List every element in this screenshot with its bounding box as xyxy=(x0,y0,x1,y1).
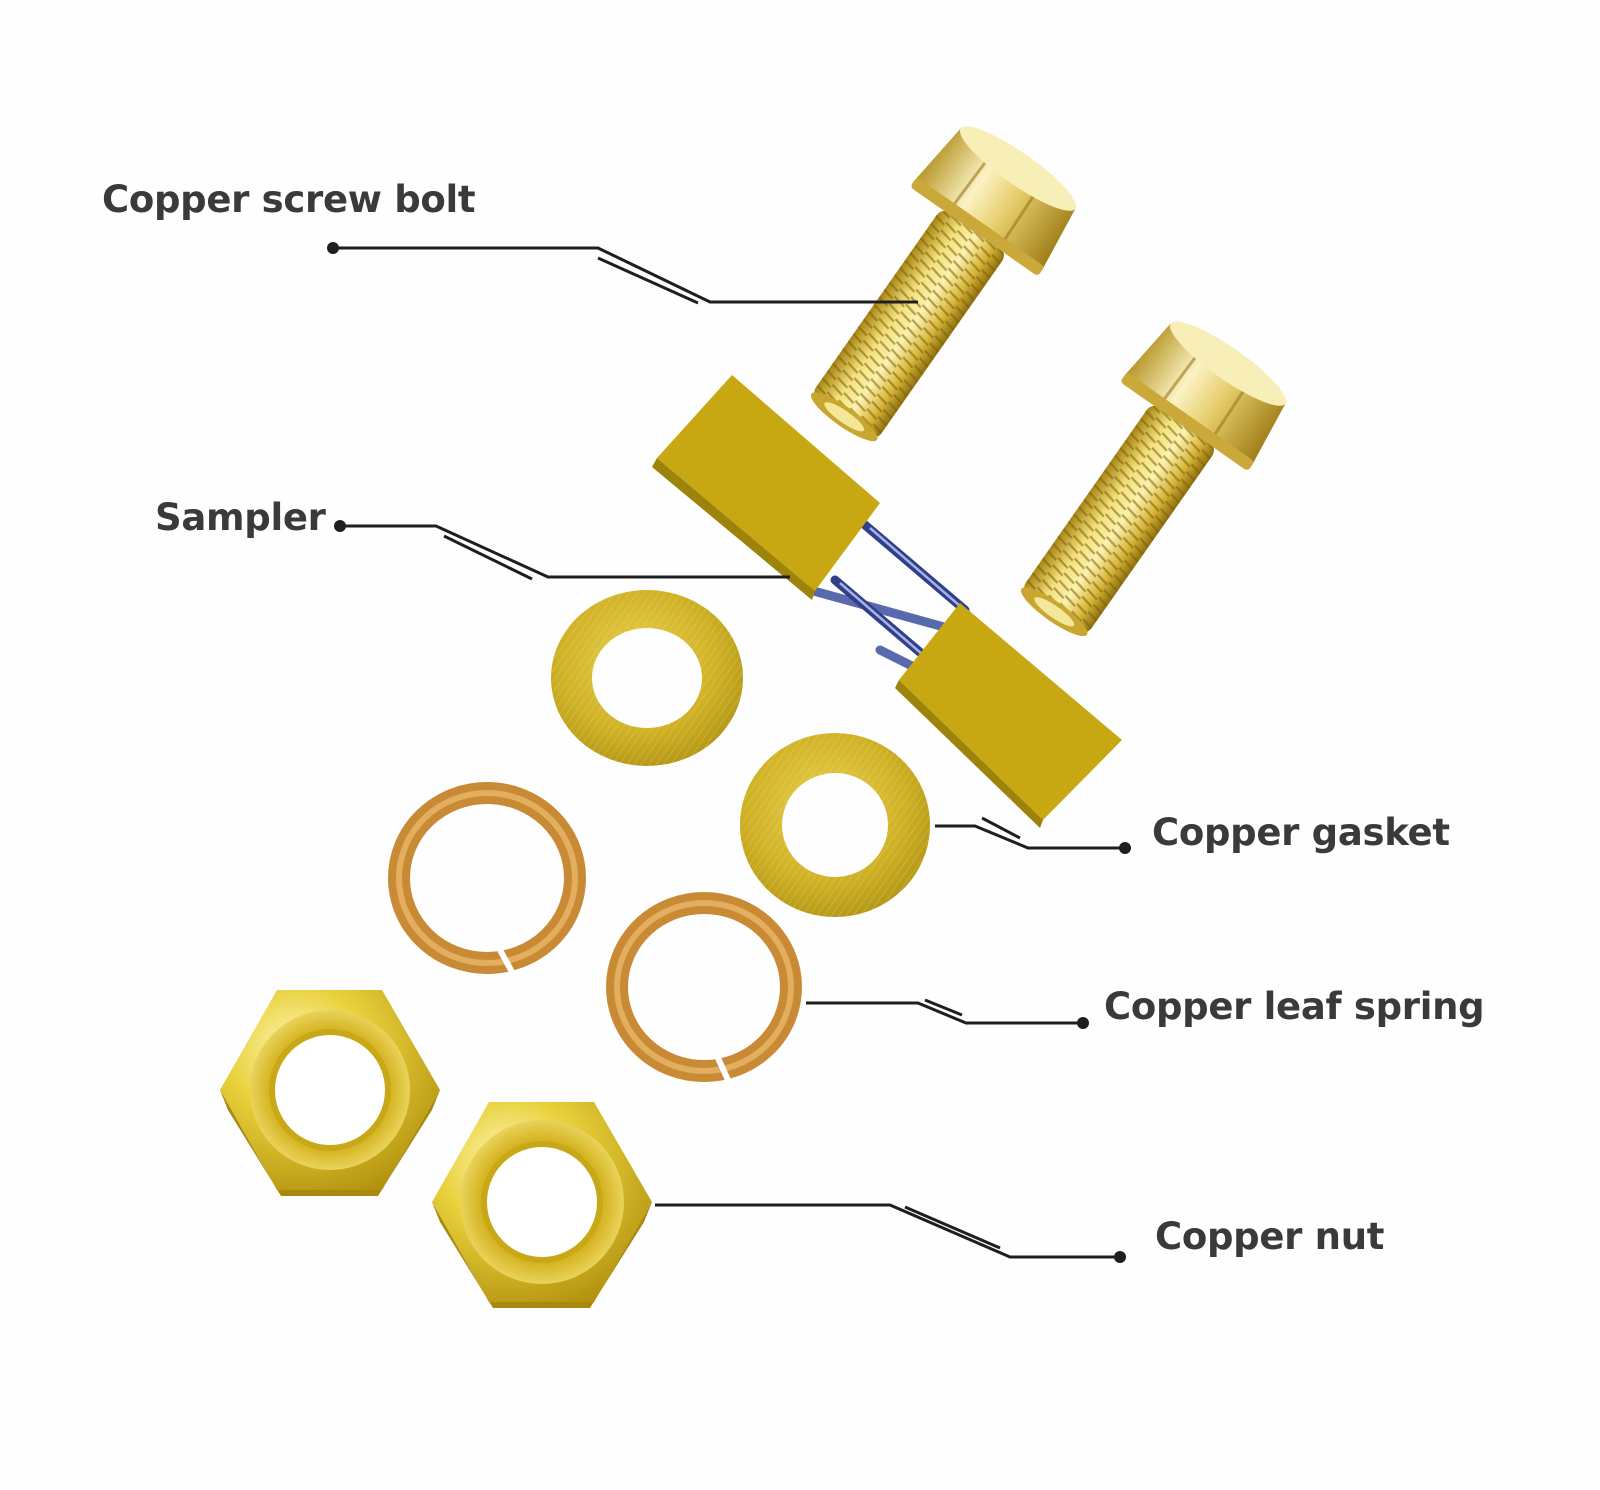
leader-line-sampler xyxy=(334,520,790,581)
copper-nut-2 xyxy=(432,1102,652,1308)
copper-leaf-spring-1 xyxy=(388,782,586,974)
copper-leaf-spring-2 xyxy=(606,892,802,1082)
label-copper-gasket: Copper gasket xyxy=(1152,811,1450,854)
copper-gasket-1 xyxy=(551,590,743,766)
label-sampler: Sampler xyxy=(155,496,326,539)
label-copper-leaf-spring: Copper leaf spring xyxy=(1104,985,1485,1028)
copper-gasket-2 xyxy=(740,733,930,917)
copper-nut-1 xyxy=(220,990,440,1196)
leader-line-gasket xyxy=(935,816,1131,854)
screw-bolt-1 xyxy=(810,126,1077,442)
leader-line-leaf-spring xyxy=(806,998,1089,1029)
label-copper-nut: Copper nut xyxy=(1155,1215,1385,1258)
leader-line-screw-bolt xyxy=(327,242,918,305)
sampler-shunt xyxy=(652,375,1122,828)
screw-bolt-2 xyxy=(1020,321,1287,637)
leader-line-nut xyxy=(655,1203,1126,1263)
label-copper-screw-bolt: Copper screw bolt xyxy=(102,178,476,221)
